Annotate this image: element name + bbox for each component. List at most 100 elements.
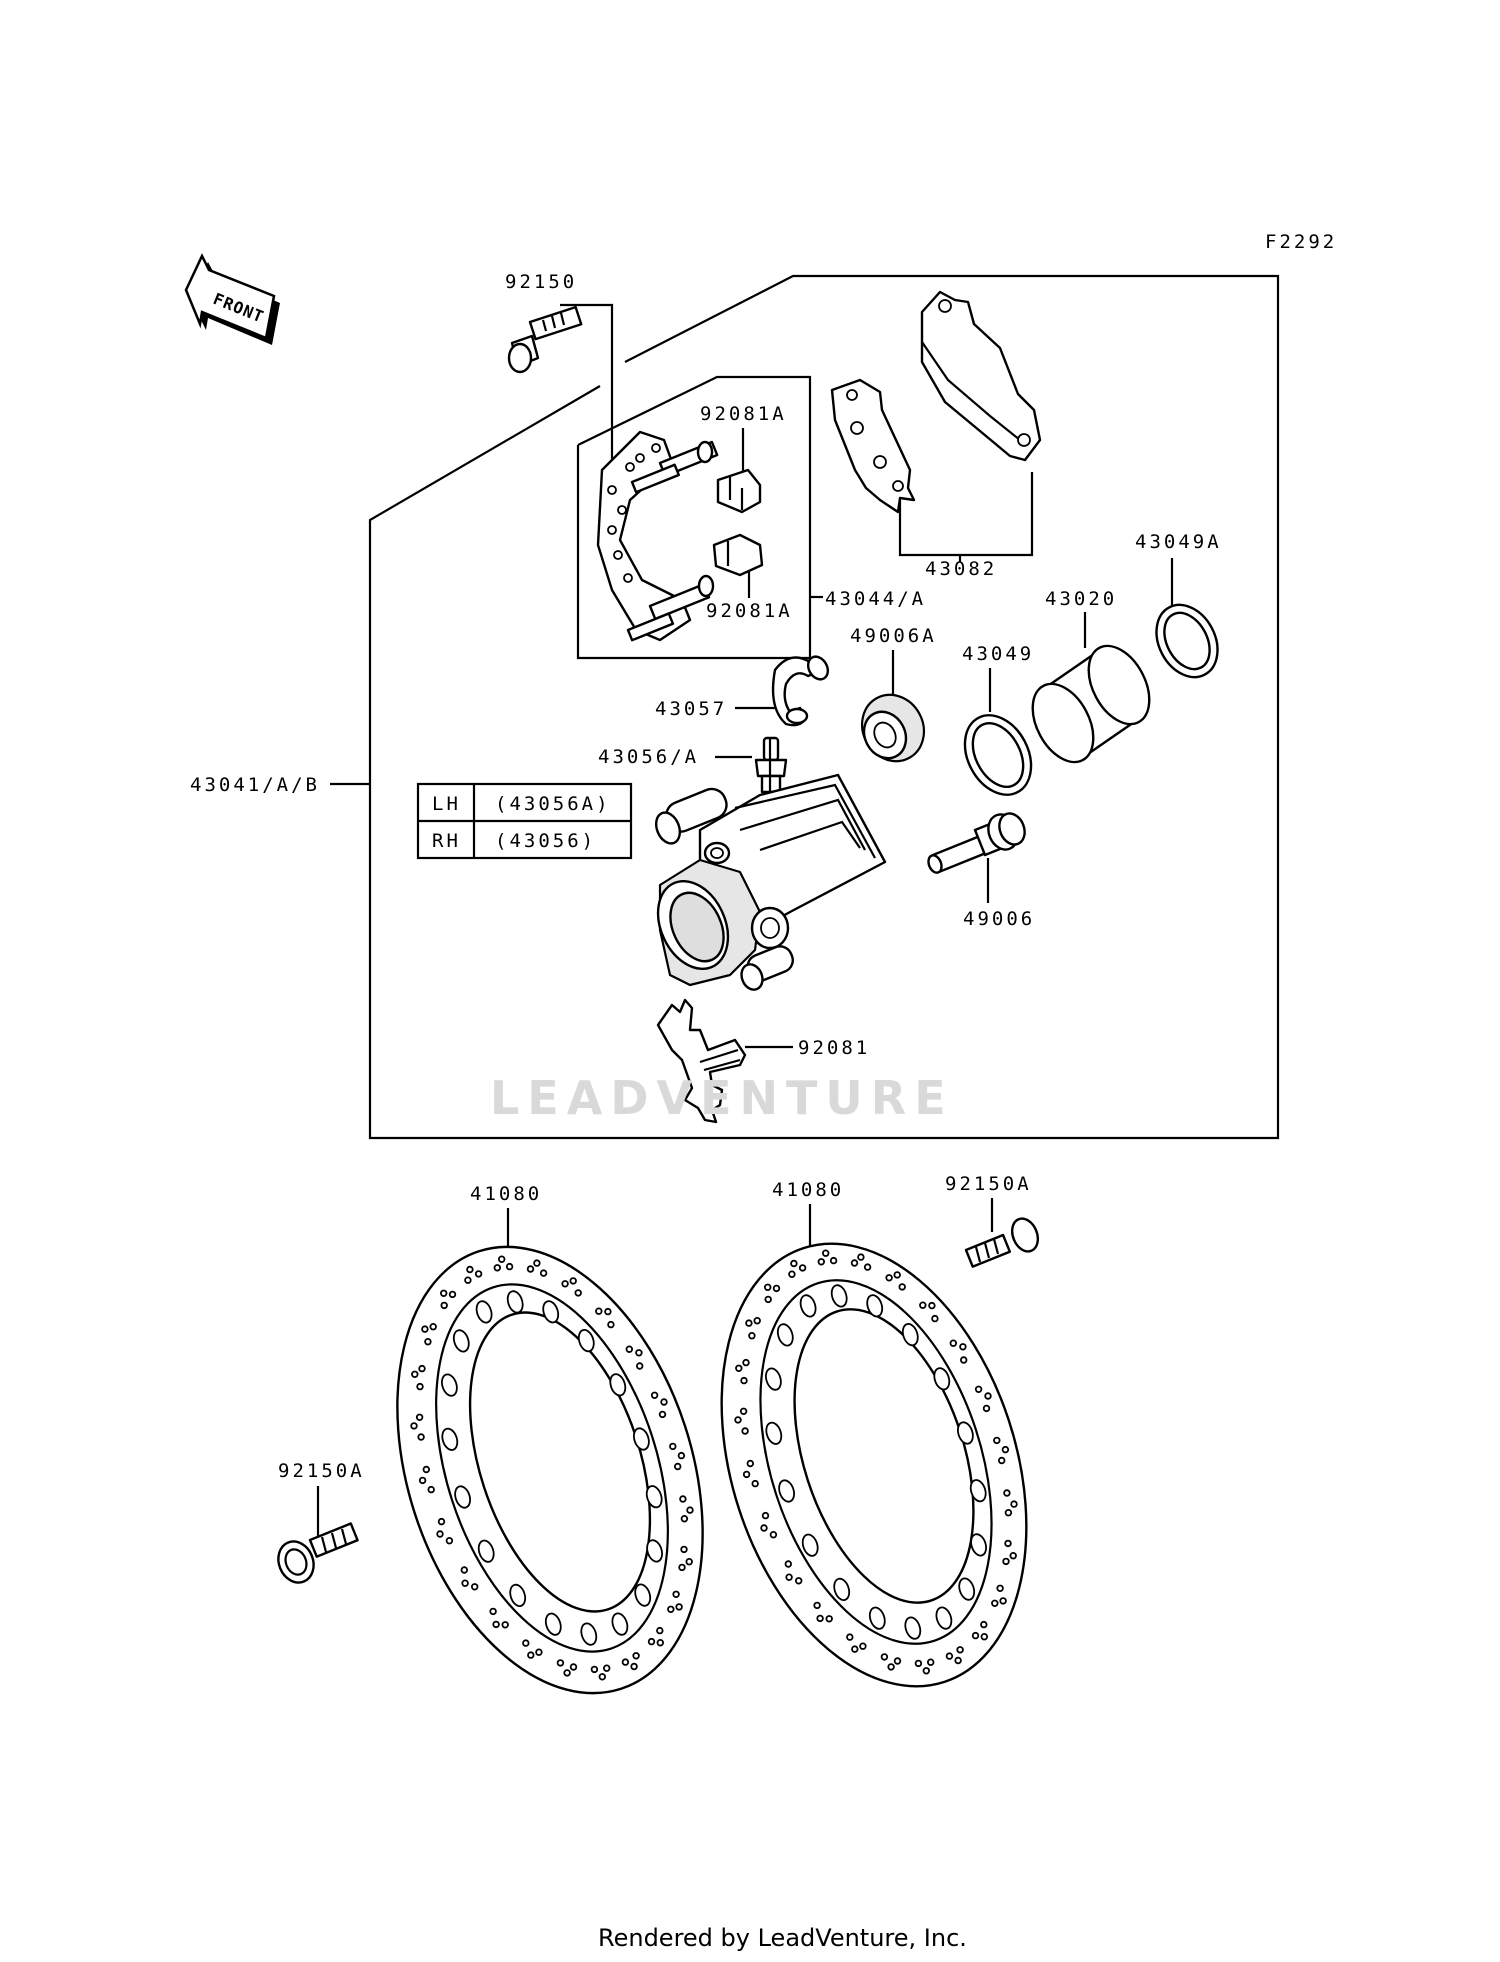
disc-vent-hole [901, 1323, 919, 1347]
disc-drill-hole [817, 1258, 825, 1266]
disc-drill-hole [784, 1560, 792, 1568]
disc-drill-hole [893, 1657, 902, 1665]
bleeder-valve [754, 736, 788, 794]
brake-disc-left [396, 1245, 704, 1695]
disc-drill-hole [680, 1545, 688, 1554]
disc-bolt-right [964, 1217, 1040, 1268]
disc-vent-hole [830, 1284, 848, 1308]
disc-drill-hole [471, 1583, 479, 1591]
disc-drill-hole [885, 1274, 893, 1282]
disc-drill-hole [533, 1259, 541, 1267]
disc-drill-hole [982, 1404, 991, 1413]
disc-drill-hole [429, 1322, 437, 1331]
disc-drill-hole [887, 1663, 895, 1671]
disc-drill-hole [739, 1407, 748, 1415]
disc-drill-hole [772, 1284, 781, 1293]
disc-drill-hole [1001, 1445, 1010, 1454]
disc-drill-hole [785, 1573, 793, 1581]
disc-vent-hole [634, 1583, 652, 1607]
disc-drill-hole [650, 1391, 659, 1399]
disc-drill-hole [880, 1653, 889, 1661]
disc-vent-hole [799, 1294, 817, 1318]
disc-drill-hole [769, 1530, 778, 1539]
callout-43049: 43049 [962, 643, 1034, 665]
disc-vent-hole [833, 1577, 851, 1601]
disc-drill-hole [922, 1667, 930, 1675]
disc-vent-hole [454, 1485, 471, 1509]
front-arrow-icon: FRONT [184, 253, 280, 345]
disc-drill-hole [1009, 1551, 1017, 1560]
disc-drill-hole [590, 1665, 599, 1674]
disc-vent-hole [957, 1421, 974, 1445]
disc-drill-hole [489, 1607, 497, 1616]
disc-drill-hole [630, 1662, 638, 1671]
holder-subassembly-box [576, 375, 812, 660]
disc-drill-hole [735, 1364, 743, 1372]
disc-vent-hole [544, 1612, 562, 1636]
callout-43082: 43082 [925, 558, 997, 580]
disc-drill-hole [980, 1620, 988, 1629]
disc-drill-hole [574, 1289, 582, 1297]
callout-43056-a: 43056/A [598, 746, 699, 768]
disc-vent-hole [778, 1479, 795, 1503]
disc-drill-hole [416, 1382, 424, 1391]
disc-vent-hole [609, 1373, 627, 1397]
disc-vent-hole [933, 1367, 951, 1391]
disc-drill-hole [816, 1614, 824, 1623]
disc-drill-hole [790, 1259, 798, 1268]
disc-drill-hole [418, 1364, 426, 1373]
disc-drill-hole [539, 1269, 548, 1277]
pads-bracket [898, 472, 1034, 557]
caliper-holder-bracket [596, 430, 719, 642]
disc-drill-hole [667, 1605, 675, 1613]
disc-drill-hole [632, 1652, 640, 1660]
disc-vent-hole [633, 1427, 650, 1451]
callout-43044-a: 43044/A [825, 588, 926, 610]
disc-drill-hole [949, 1339, 957, 1347]
disc-vent-hole [904, 1616, 922, 1640]
disc-drill-hole [746, 1459, 754, 1468]
disc-drill-hole [984, 1392, 992, 1400]
callout-49006: 49006 [963, 908, 1035, 930]
disc-drill-hole [928, 1301, 936, 1310]
disc-drill-hole [993, 1436, 1001, 1445]
disc-drill-hole [669, 1442, 677, 1451]
callout-92081a-lower: 92081A [706, 600, 793, 622]
disc-drill-hole [636, 1362, 644, 1370]
disc-drill-hole [526, 1265, 535, 1273]
disc-drill-hole [959, 1343, 967, 1351]
disc-drill-hole [931, 1314, 939, 1323]
disc-drill-hole [1004, 1539, 1012, 1548]
disc-vent-hole [542, 1300, 560, 1324]
disc-drill-hole [685, 1557, 693, 1566]
disc-drill-hole [621, 1658, 630, 1666]
disc-vent-hole [475, 1300, 493, 1324]
footer-credit: Rendered by LeadVenture, Inc. [598, 1924, 967, 1952]
disc-drill-hole [411, 1370, 419, 1378]
callout-92150a-right: 92150A [945, 1173, 1032, 1195]
disc-vent-hole [765, 1367, 782, 1391]
disc-vent-hole [441, 1373, 458, 1397]
disc-vent-hole [935, 1606, 953, 1630]
callout-92150a-left: 92150A [278, 1460, 365, 1482]
disc-drill-hole [788, 1270, 796, 1278]
disc-drill-hole [461, 1579, 469, 1587]
disc-vent-hole [958, 1577, 976, 1601]
disc-drill-hole [761, 1511, 770, 1520]
disc-drill-hole [427, 1485, 435, 1494]
disc-drill-hole [445, 1536, 454, 1545]
disc-drill-hole [798, 1264, 807, 1272]
disc-vent-hole [969, 1479, 987, 1503]
disc-drill-hole [741, 1427, 749, 1435]
disc-drill-hole [748, 1331, 756, 1340]
variant-table: LH (43056A) RH (43056) [416, 782, 633, 860]
disc-drill-hole [505, 1262, 514, 1271]
diagram-code: F2292 [1265, 231, 1337, 253]
disc-drill-hole [569, 1663, 578, 1671]
disc-drill-hole [1003, 1489, 1011, 1497]
disc-drill-hole [863, 1263, 872, 1271]
disc-vent-hole [765, 1421, 783, 1445]
disc-drill-hole [1010, 1500, 1018, 1508]
disc-drill-hole [598, 1673, 606, 1681]
disc-vent-hole [801, 1533, 819, 1557]
